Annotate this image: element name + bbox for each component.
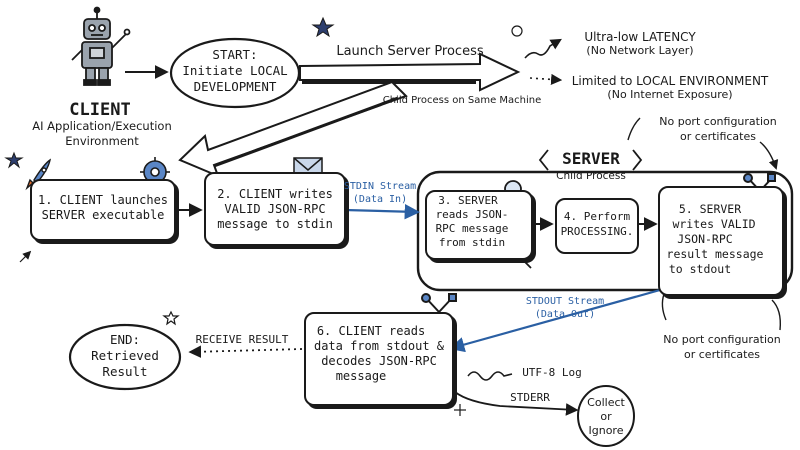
note-pointer xyxy=(627,117,641,141)
server-bracket-right xyxy=(632,149,643,171)
environment-label-1: Limited to LOCAL ENVIRONMENT xyxy=(571,74,769,88)
step-2-label-2: VALID JSON-RPC xyxy=(224,202,326,216)
step-3-label-3: RPC message xyxy=(435,222,509,235)
step-2-label-1: 2. CLIENT writes xyxy=(217,187,333,201)
step-5-label-3: JSON-RPC xyxy=(677,232,733,246)
step-1-box xyxy=(30,179,176,241)
end-label-1: END: xyxy=(109,332,141,347)
step-4-label-2: PROCESSING. xyxy=(560,225,634,238)
step-1-label-2: SERVER executable xyxy=(41,208,165,222)
server-bracket-left xyxy=(538,149,549,171)
collect-label-2: or xyxy=(600,410,612,423)
environment-arrow xyxy=(529,73,563,85)
robot-icon xyxy=(71,6,131,86)
server-subtitle: Child Process xyxy=(556,170,626,182)
note-top-2: or certificates xyxy=(680,130,756,143)
circle-doodle xyxy=(511,25,523,37)
client-title: CLIENT xyxy=(69,100,131,120)
note-bottom-1: No port configuration xyxy=(663,333,781,346)
launch-server-arrow xyxy=(299,52,521,92)
note-bottom-2: or certificates xyxy=(684,348,760,361)
step-5-label-2: writes VALID xyxy=(672,217,756,231)
star-icon xyxy=(4,151,24,169)
sparkle-icon xyxy=(454,404,466,416)
start-label-2: Initiate LOCAL xyxy=(182,63,288,78)
step-4-label-1: 4. Perform xyxy=(563,210,631,223)
step-5-box xyxy=(658,186,784,296)
arrow-stdin xyxy=(344,203,421,220)
log-squiggle xyxy=(467,371,513,381)
stdout-label-1: STDOUT Stream xyxy=(525,296,605,307)
stdin-label-2: (Data In) xyxy=(352,194,408,205)
collect-label-1: Collect xyxy=(587,396,625,409)
collect-circle xyxy=(577,385,635,447)
environment-label-2: (No Internet Exposure) xyxy=(607,88,733,101)
step-5-label-1: 5. SERVER xyxy=(678,202,742,216)
start-label-3: DEVELOPMENT xyxy=(193,79,277,94)
step-6-label-4: message xyxy=(335,369,387,383)
step-6-box xyxy=(304,312,454,406)
receive-result-label: RECEIVE RESULT xyxy=(195,333,289,346)
arrow-stderr xyxy=(454,391,579,416)
latency-arrow xyxy=(524,38,562,59)
end-label-2: Retrieved xyxy=(91,348,159,363)
step-3-box xyxy=(425,190,533,260)
collect-label-3: Ignore xyxy=(588,424,624,437)
latency-label-2: (No Network Layer) xyxy=(586,44,694,57)
latency-label-1: Ultra-low LATENCY xyxy=(584,30,696,44)
note-pointer xyxy=(661,293,667,321)
step-6-label-3: decodes JSON-RPC xyxy=(321,354,437,368)
step-2-label-3: message to stdin xyxy=(217,217,333,231)
arrow-receive-result xyxy=(188,345,303,359)
stdin-label-1: STDIN Stream xyxy=(343,181,417,192)
launch-label: Launch Server Process xyxy=(336,44,484,59)
doodle-arrow xyxy=(19,250,32,263)
launch-sublabel: Child Process on Same Machine xyxy=(382,95,542,106)
end-label-3: Result xyxy=(102,364,148,379)
return-diagonal-arrow xyxy=(178,80,408,178)
server-container xyxy=(416,170,794,292)
start-label-1: START: xyxy=(212,47,258,62)
client-subtitle-1: AI Application/Execution xyxy=(32,119,172,133)
gear-icon xyxy=(140,157,170,187)
note-top-1: No port configuration xyxy=(659,115,777,128)
step-6-label-2: data from stdout & xyxy=(313,339,445,353)
arrow-stdout xyxy=(449,288,661,353)
step-5-label-4: result message xyxy=(666,247,764,261)
note-pointer xyxy=(759,141,779,170)
note-pointer xyxy=(771,299,782,331)
star-icon xyxy=(162,310,180,326)
step-6-label-1: 6. CLIENT reads xyxy=(316,324,426,338)
step-5-label-5: to stdout xyxy=(668,262,732,276)
stdout-label-2: (Data Out) xyxy=(534,309,596,320)
client-subtitle-2: Environment xyxy=(65,134,139,148)
step-4-box xyxy=(555,198,639,254)
end-oval xyxy=(68,323,182,391)
step-3-label-4: from stdin xyxy=(438,236,506,249)
stderr-label: STDERR xyxy=(510,391,550,404)
step-3-label-2: reads JSON- xyxy=(435,208,509,221)
star-icon xyxy=(311,16,335,38)
utf8-log-label: UTF-8 Log xyxy=(522,366,582,379)
step-2-box xyxy=(204,172,346,246)
step-1-label-1: 1. CLIENT launches xyxy=(37,193,169,207)
step-3-label-1: 3. SERVER xyxy=(438,194,498,207)
server-title: SERVER xyxy=(562,149,620,168)
